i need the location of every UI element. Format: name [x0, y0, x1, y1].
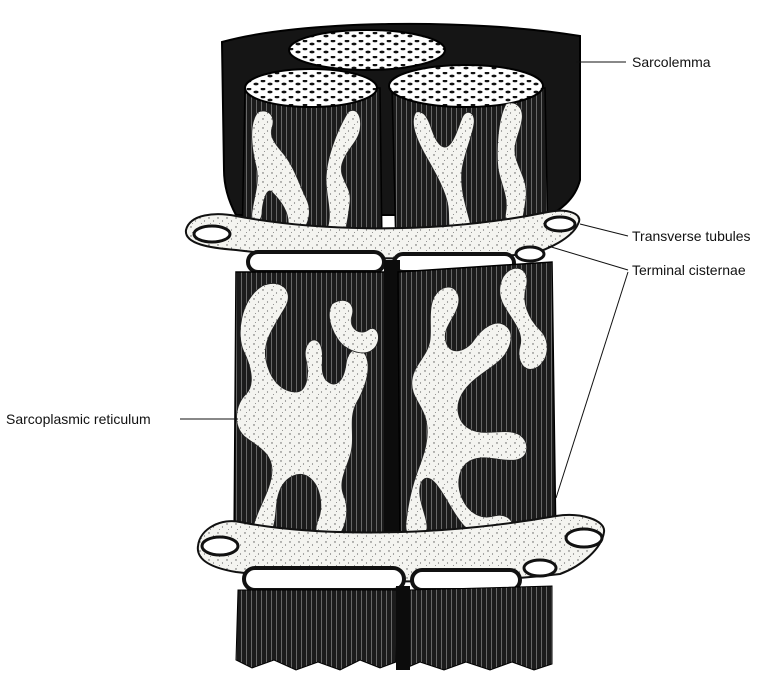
right-fibril-cross-section [389, 65, 543, 107]
sarcoplasmic-reticulum-label: Sarcoplasmic reticulum [6, 411, 151, 427]
bottom-right-fibril [406, 586, 552, 670]
left-fibril-cross-section [245, 69, 377, 107]
transverse-tubules-label: Transverse tubules [632, 228, 751, 244]
sarcolemma-label: Sarcolemma [632, 54, 711, 70]
upper-tubule-left-lumen [194, 226, 230, 242]
upper-cisterna-end [516, 247, 544, 261]
bottom-segment [236, 586, 552, 670]
transverse-tubules-leader [580, 224, 628, 236]
upper-cisterna-left [248, 252, 384, 272]
lower-cisterna-end [524, 560, 556, 576]
upper-triad [186, 211, 579, 272]
bottom-center-gap [396, 586, 410, 670]
upper-tubule-right-lumen [545, 217, 575, 231]
terminal-cisternae-leader-upper [548, 246, 628, 270]
lower-tubule-right-lumen [566, 529, 602, 547]
middle-segment [234, 260, 556, 552]
terminal-cisternae-leader-lower [556, 272, 628, 498]
lower-cisterna-left [244, 568, 404, 590]
bottom-left-fibril [236, 590, 398, 670]
lower-tubule-left-lumen [202, 537, 238, 555]
terminal-cisternae-label: Terminal cisternae [632, 262, 746, 278]
back-fibril-cross-section [289, 30, 445, 70]
